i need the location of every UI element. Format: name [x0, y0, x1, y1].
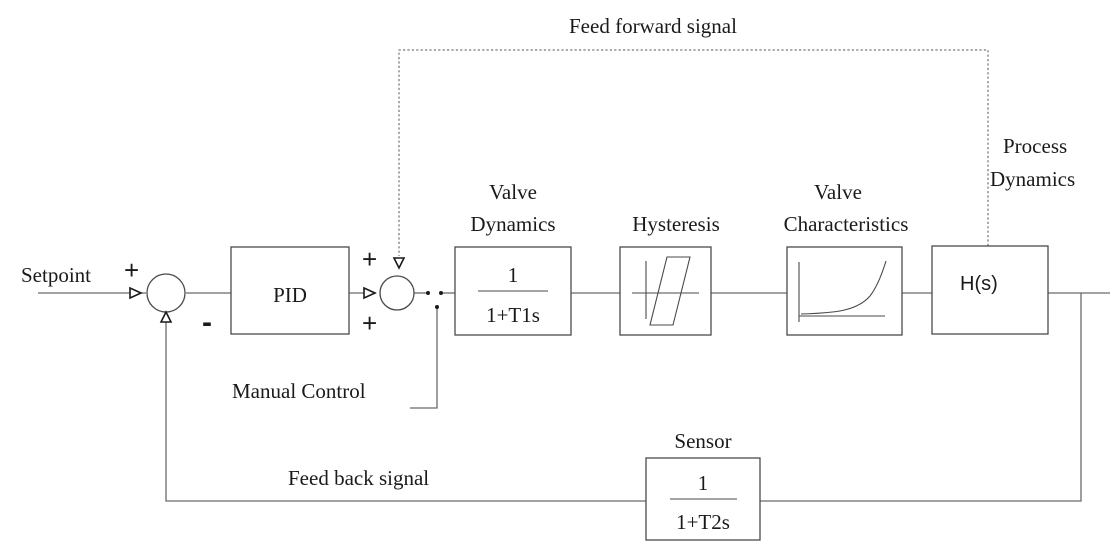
- sum2-feedforward-sign: +: [362, 244, 377, 274]
- valve-characteristics-label-line2: Characteristics: [784, 212, 909, 236]
- process-dynamics-label-line2: Dynamics: [990, 167, 1075, 191]
- feed-forward-label: Feed forward signal: [569, 14, 737, 38]
- process-block: [931, 245, 1049, 335]
- manual-control-wire: [410, 307, 438, 409]
- sum2-pid-sign: +: [362, 308, 377, 338]
- setpoint-label: Setpoint: [21, 263, 91, 287]
- valve-dynamics-label-line1: Valve: [489, 180, 537, 204]
- feed-forward-dashed-path: [398, 49, 989, 256]
- valve-characteristics-label-line1: Valve: [814, 180, 862, 204]
- hysteresis-label: Hysteresis: [632, 212, 720, 236]
- sensor-denominator: 1+T2s: [676, 510, 730, 534]
- summing-junction-2: [379, 275, 415, 311]
- feed-back-label: Feed back signal: [288, 466, 429, 490]
- process-block-label: H(s): [960, 273, 998, 295]
- summing-junction-1: [146, 273, 186, 313]
- feedback-return-wire-right: [760, 293, 1082, 502]
- hysteresis-icon: [632, 256, 699, 326]
- feed-forward-arrow-icon: [392, 257, 406, 270]
- setpoint-arrow-icon: [129, 286, 143, 300]
- sum1-setpoint-sign: +: [124, 255, 139, 285]
- switch-contact-dot-right: [439, 291, 443, 295]
- manual-control-label: Manual Control: [232, 379, 366, 403]
- switch-contact-dot-left: [426, 291, 430, 295]
- valve-characteristics-block: [786, 246, 903, 336]
- hysteresis-block: [619, 246, 712, 336]
- pid-output-arrow-icon: [363, 286, 377, 300]
- valve-characteristic-curve-icon: [798, 260, 887, 322]
- switch-contact-dot-manual: [435, 305, 439, 309]
- feedback-return-wire-left: [165, 322, 646, 502]
- feedback-arrow-icon: [159, 310, 173, 323]
- sum1-feedback-sign: -: [202, 306, 212, 339]
- valve-dynamics-label-line2: Dynamics: [470, 212, 555, 236]
- valve-dynamics-numerator: 1: [508, 263, 519, 287]
- pid-block-label: PID: [273, 283, 307, 307]
- pid-block: [230, 246, 350, 335]
- sensor-numerator: 1: [698, 471, 709, 495]
- process-dynamics-label-line1: Process: [1003, 134, 1067, 158]
- valve-dynamics-denominator: 1+T1s: [486, 303, 540, 327]
- sensor-label: Sensor: [674, 429, 731, 453]
